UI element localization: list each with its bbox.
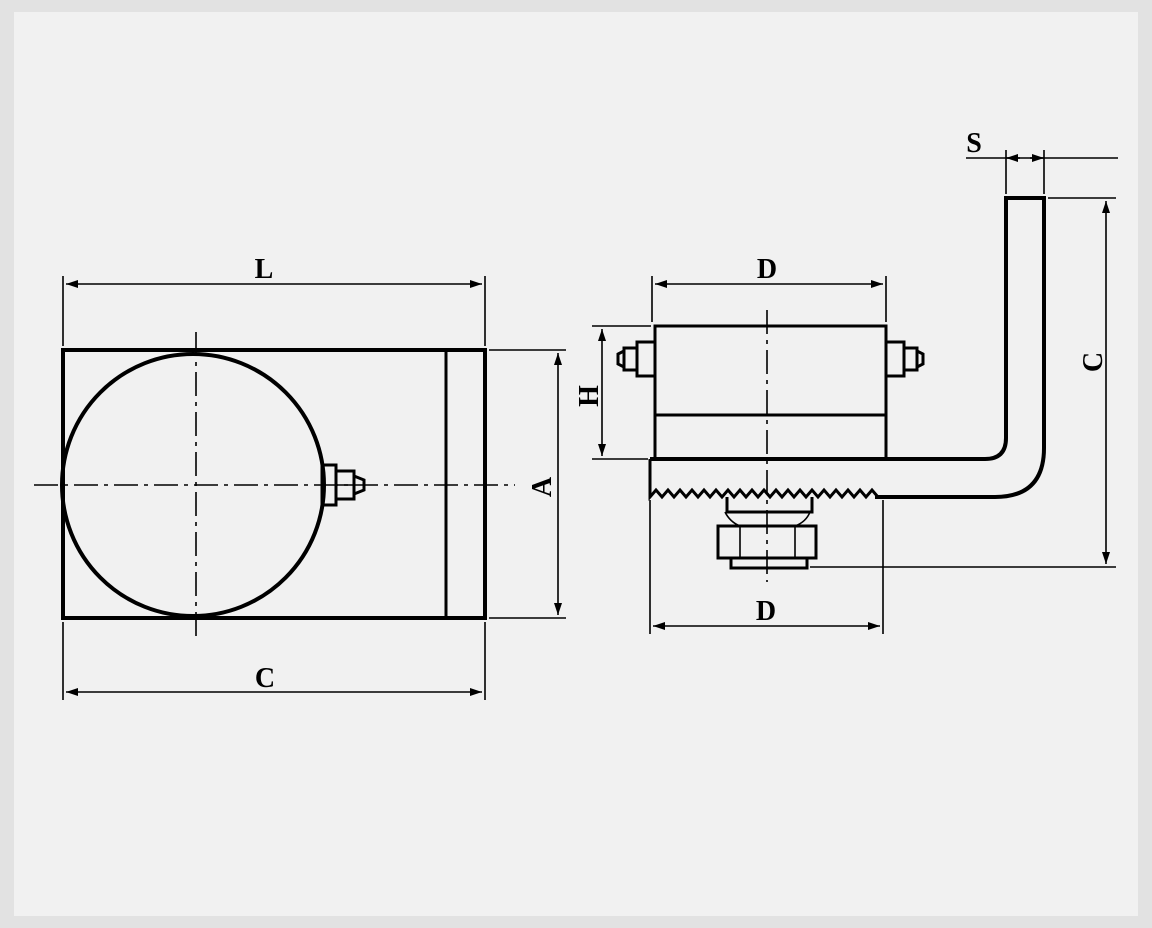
dimension-d-bottom-label: D xyxy=(756,596,776,627)
dimension-c-front: C xyxy=(62,622,486,700)
dimension-l-label: L xyxy=(255,254,274,285)
dimension-l: L xyxy=(62,254,486,346)
dimension-s: S xyxy=(966,128,1118,194)
dimension-h-label: H xyxy=(574,385,605,407)
side-grease-nipple-right-icon xyxy=(884,340,925,378)
side-serrated-plate xyxy=(648,459,880,502)
dimension-d-top-label: D xyxy=(757,254,777,285)
side-grease-nipple-left-icon xyxy=(616,340,657,378)
side-view: D D H C S xyxy=(574,128,1118,634)
side-arm-outline xyxy=(650,196,1046,499)
front-grease-nipple-icon xyxy=(320,463,366,507)
paper xyxy=(14,12,1138,916)
dimension-c-side-label: C xyxy=(1078,352,1109,372)
dimension-a-label: A xyxy=(527,476,558,497)
dimension-d-top: D xyxy=(651,254,887,322)
dimension-a: A xyxy=(489,349,566,619)
dimension-c-side: C xyxy=(810,197,1116,568)
front-view: L C A xyxy=(34,254,566,700)
dimension-s-label: S xyxy=(966,128,982,159)
dimension-c-front-label: C xyxy=(255,663,275,694)
dimension-h: H xyxy=(574,325,651,460)
